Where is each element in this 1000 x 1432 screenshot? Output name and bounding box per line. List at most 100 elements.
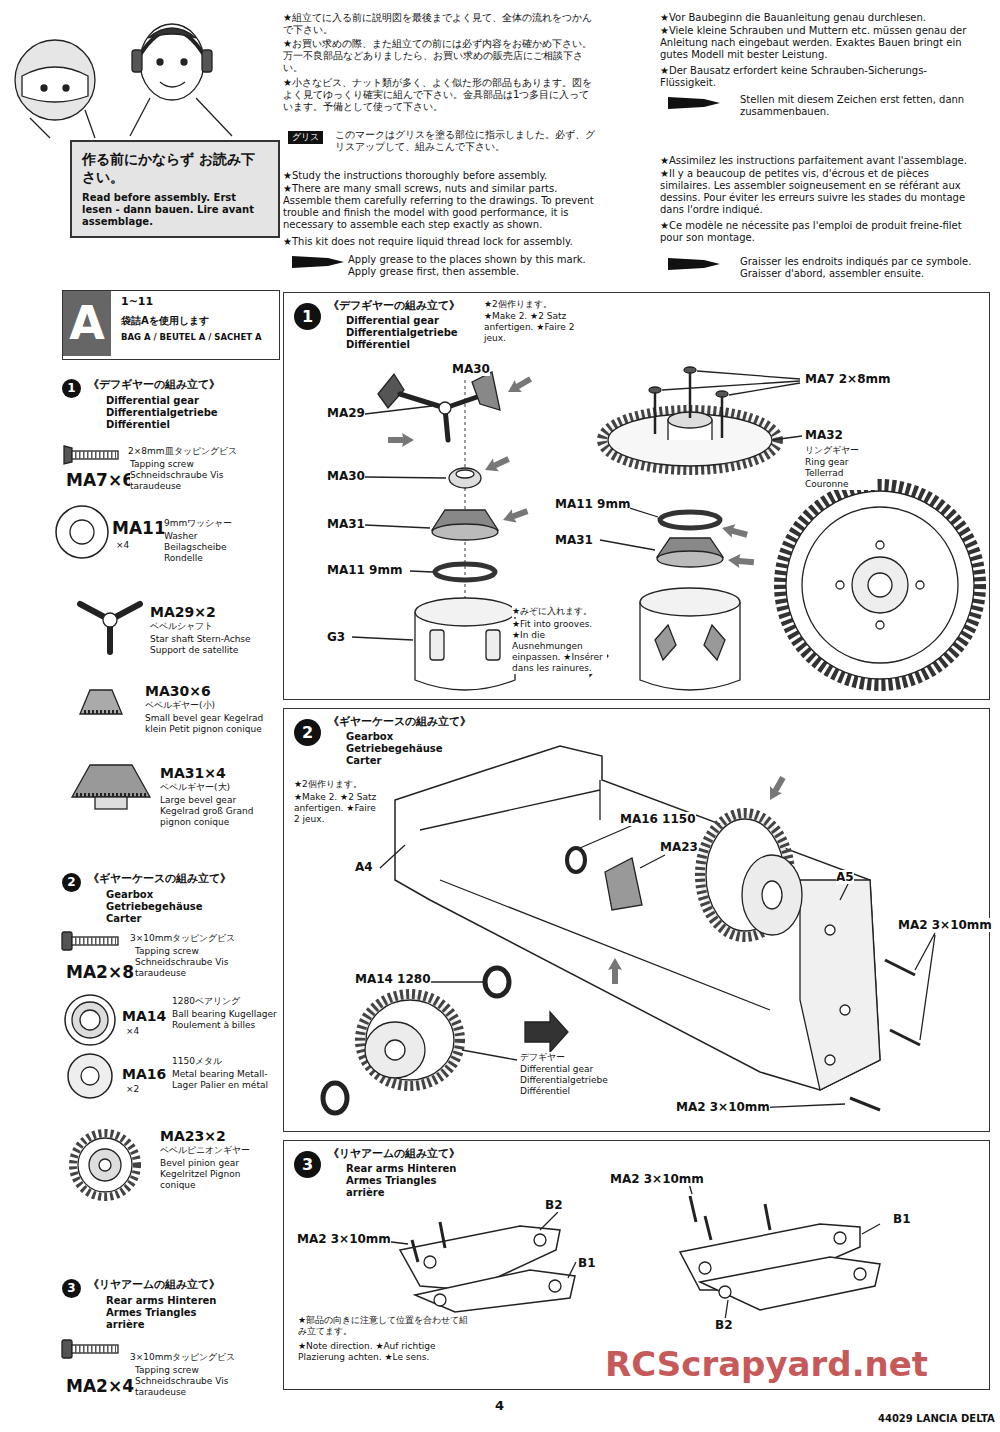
part-label: MA11 9mm bbox=[327, 563, 402, 577]
part-description: Star shaft Stern-Achse Support de satell… bbox=[150, 634, 270, 656]
part-label: A5 bbox=[836, 870, 854, 884]
part-number: MA31×4 bbox=[160, 765, 226, 781]
bag-header: A 1~11 袋詰Aを使用します BAG A / BEUTEL A / SACHET … bbox=[62, 290, 280, 360]
step-number: 3 bbox=[294, 1151, 321, 1178]
part-description: ベベルギヤー(小) bbox=[145, 700, 215, 711]
part-description: Washer Beilagscheibe Rondelle bbox=[164, 531, 244, 564]
part-label: G3 bbox=[327, 630, 345, 644]
part-description: ベベルギヤー(大) bbox=[160, 782, 230, 793]
step-panel: 2《ギヤーケースの組み立て》Gearbox Getriebegehäuse Ca… bbox=[283, 708, 990, 1132]
part-description: 1280ベアリング bbox=[172, 996, 282, 1007]
part-description: ×2 bbox=[126, 1084, 139, 1095]
instruction-text: ★Der Bausatz erfordert keine Schrauben-S… bbox=[660, 65, 980, 89]
bag-note: BAG A / BEUTEL A / SACHET A bbox=[121, 332, 262, 343]
part-description: Large bevel gear Kegelrad groß Grand pig… bbox=[160, 795, 275, 828]
bag-note: 袋詰Aを使用します bbox=[121, 315, 209, 327]
sign-text: 作る前にかならず お読み下さい。 bbox=[82, 150, 268, 186]
part-label: MA16 1150 bbox=[620, 812, 696, 826]
part-label: MA11 9mm bbox=[555, 497, 630, 511]
part-number: MA11 bbox=[112, 518, 166, 538]
part-label: MA32 bbox=[805, 428, 843, 442]
instruction-text: ★Il y a beaucoup de petites vis, d'écrou… bbox=[660, 168, 980, 216]
part-label: MA30 bbox=[452, 362, 490, 376]
instruction-text: このマークはグリスを塗る部位に指示しました。必ず、グリスアップして、組みこんで下… bbox=[335, 129, 595, 153]
part-description: 3×10mmタッピングビス bbox=[130, 1352, 280, 1363]
part-number: MA16 bbox=[122, 1066, 166, 1082]
grease-mark: グリス bbox=[288, 131, 323, 144]
part-description: デフギヤー bbox=[520, 1052, 565, 1063]
heading-text: 《デフギヤーの組み立て》 bbox=[88, 378, 278, 391]
heading-text: 《リヤアームの組み立て》 bbox=[88, 1278, 278, 1291]
part-description: Tapping screw Schneidschraube Vis taraud… bbox=[135, 946, 235, 979]
step-number: 3 bbox=[62, 1279, 81, 1298]
part-description: Metal bearing Metall-Lager Palier en mét… bbox=[172, 1069, 282, 1091]
part-description: ★みぞに入れます。 bbox=[512, 606, 592, 617]
step-panel: 1 《デフギヤーの組み立て》 Differential gear Different… bbox=[283, 292, 990, 700]
step-number: 2 bbox=[62, 873, 81, 892]
part-description: リングギヤー bbox=[805, 445, 859, 456]
part-number: MA23×2 bbox=[160, 1128, 226, 1144]
step-title: Differential gear Differentialgetriebe D… bbox=[346, 315, 471, 351]
part-label: MA7 2×8mm bbox=[805, 372, 891, 386]
note: ★2個作ります。 bbox=[294, 779, 362, 790]
instruction-text: ★小さなビス、ナット類が多く、よく似た形の部品もあります。図をよく見てゆっくり確… bbox=[283, 77, 593, 113]
note: ★Make 2. ★2 Satz anfertigen. ★Faire 2 je… bbox=[484, 311, 594, 344]
instruction-text: Stellen mit diesem Zeichen erst fetten, … bbox=[740, 94, 980, 118]
part-description: Ball bearing Kugellager Roulement à bill… bbox=[172, 1009, 282, 1031]
instruction-text: ★There are many small screws, nuts and s… bbox=[283, 183, 598, 231]
step-number: 2 bbox=[294, 719, 321, 746]
part-label: A4 bbox=[355, 860, 373, 874]
page-number: 4 bbox=[495, 1398, 504, 1414]
heading-text: Rear arms Hinteren Armes Triangles arriè… bbox=[106, 1295, 231, 1331]
part-description: ×4 bbox=[116, 540, 129, 551]
part-description: ×4 bbox=[126, 1026, 139, 1037]
part-label: MA23 bbox=[660, 840, 698, 854]
part-description: Tapping screw Schneidschraube Vis taraud… bbox=[135, 1365, 235, 1398]
bag-letter: A bbox=[63, 291, 111, 356]
step-title: Rear arms Hinteren Armes Triangles arriè… bbox=[346, 1163, 471, 1199]
instruction-text: Apply grease to the places shown by this… bbox=[348, 254, 598, 278]
part-description: ★Note direction. ★Auf richtige Plazierun… bbox=[298, 1341, 468, 1363]
part-description: Differential gear Differentialgetriebe D… bbox=[520, 1064, 630, 1097]
part-label: B2 bbox=[545, 1198, 563, 1212]
part-description: ★部品の向きに注意して位置を合わせて組み立てます。 bbox=[298, 1315, 473, 1337]
part-description: 2×8mm皿タッピングビス bbox=[128, 446, 278, 457]
part-number: MA30×6 bbox=[145, 683, 211, 699]
part-number: MA2×8 bbox=[66, 962, 134, 982]
heading-text: Differential gear Differentialgetriebe D… bbox=[106, 395, 231, 431]
part-label: MA31 bbox=[555, 533, 593, 547]
part-description: ★Fit into grooves. ★In die Ausnehmungen … bbox=[512, 619, 607, 674]
part-label: B1 bbox=[578, 1256, 596, 1270]
part-label: MA2 3×10mm bbox=[898, 918, 992, 932]
part-description: ベベルシャフト bbox=[150, 621, 213, 632]
part-label: MA2 3×10mm bbox=[297, 1232, 391, 1246]
instruction-text: ★Assimilez les instructions parfaitement… bbox=[660, 155, 980, 167]
step-title: 《デフギヤーの組み立て》 bbox=[328, 299, 460, 312]
part-number: MA7×6 bbox=[66, 470, 134, 490]
step-range: 1~11 bbox=[121, 295, 153, 308]
part-label: MA30 bbox=[327, 469, 365, 483]
part-description: 3×10mmタッピングビス bbox=[130, 933, 280, 944]
sign-text: Read before assembly. Erst lesen - dann … bbox=[82, 192, 268, 228]
note: ★Make 2. ★2 Satz anfertigen. ★Faire 2 je… bbox=[294, 792, 379, 825]
step-number: 1 bbox=[62, 379, 81, 398]
part-label: B2 bbox=[715, 1318, 733, 1332]
sign-board: 作る前にかならず お読み下さい。 Read before assembly. Er… bbox=[70, 140, 280, 238]
step-title: 《ギヤーケースの組み立て》 bbox=[328, 715, 471, 728]
instruction-text: ★Viele kleine Schrauben und Muttern etc.… bbox=[660, 25, 980, 61]
part-description: Small bevel gear Kegelrad klein Petit pi… bbox=[145, 713, 265, 735]
part-number: MA2×4 bbox=[66, 1376, 134, 1396]
instruction-text: ★Vor Baubeginn die Bauanleitung genau du… bbox=[660, 12, 980, 24]
instruction-text: ★組立てに入る前に説明図を最後までよく見て、全体の流れをつかんで下さい。 bbox=[283, 12, 593, 36]
instruction-text: ★This kit does not require liquid thread… bbox=[283, 236, 598, 248]
instruction-text: Graisser les endroits indiqués par ce sy… bbox=[740, 256, 980, 280]
step-number: 1 bbox=[294, 303, 321, 330]
part-label: MA29 bbox=[327, 406, 365, 420]
note: ★2個作ります。 bbox=[484, 299, 552, 310]
part-label: MA14 1280 bbox=[355, 972, 431, 986]
instruction-text: ★Study the instructions thoroughly befor… bbox=[283, 170, 598, 182]
watermark: RCScrapyard.net bbox=[605, 1345, 928, 1383]
part-number: MA14 bbox=[122, 1008, 166, 1024]
instruction-text: ★お買い求めの際、また組立ての前には必ず内容をお確かめ下さい。万一不良部品などあ… bbox=[283, 38, 593, 74]
part-description: Ring gear Tellerrad Couronne bbox=[805, 457, 877, 490]
